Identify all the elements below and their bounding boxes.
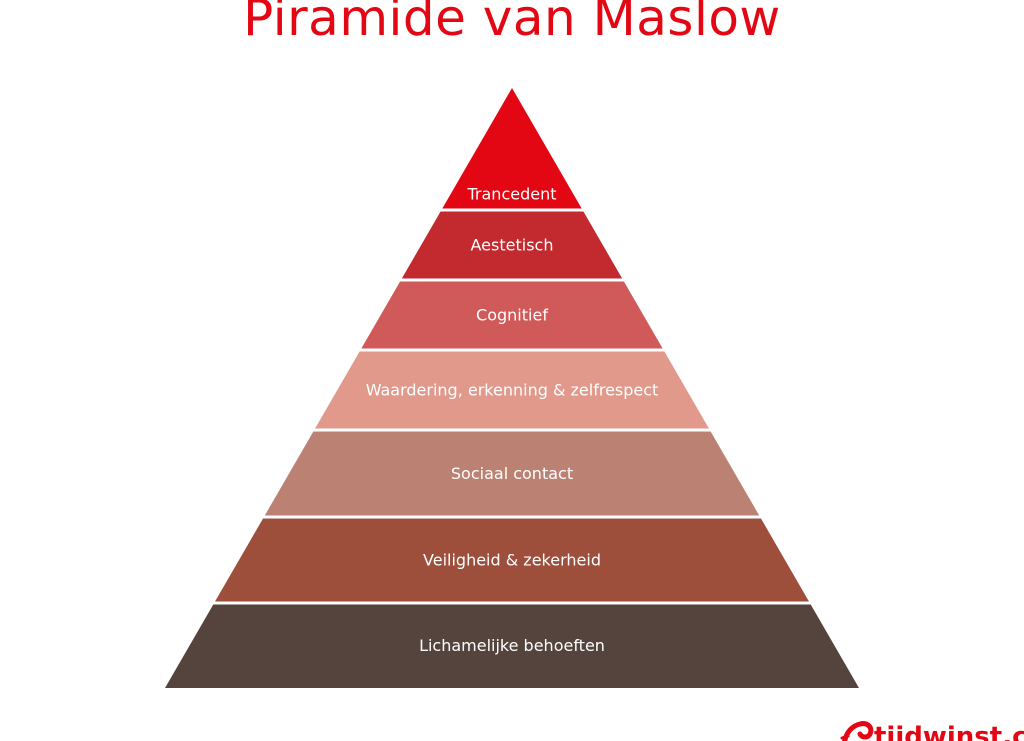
logo-text: tijdwinst.com (874, 722, 1024, 741)
pyramid-level-label: Sociaal contact (451, 464, 573, 483)
pyramid-level-2 (401, 211, 623, 279)
tijdwinst-logo: tijdwinst.com (838, 718, 1024, 741)
pyramid-level-label: Waardering, erkenning & zelfrespect (366, 381, 659, 400)
pyramid-level-label: Trancedent (467, 185, 557, 204)
pyramid-level-3 (361, 281, 663, 349)
pyramid-level-6 (215, 518, 809, 602)
pyramid-level-label: Aestetisch (471, 236, 554, 255)
pyramid-level-1 (442, 88, 582, 209)
pyramid-level-label: Lichamelijke behoeften (419, 636, 605, 655)
pyramid-level-5 (264, 431, 760, 516)
page-title: Piramide van Maslow (243, 0, 781, 47)
pyramid-level-label: Veiligheid & zekerheid (423, 551, 601, 570)
pyramid-level-4 (315, 351, 709, 429)
tijdwinst-logo-icon (840, 721, 874, 741)
pyramid-level-label: Cognitief (476, 306, 548, 325)
pyramid-level-7 (165, 604, 859, 688)
